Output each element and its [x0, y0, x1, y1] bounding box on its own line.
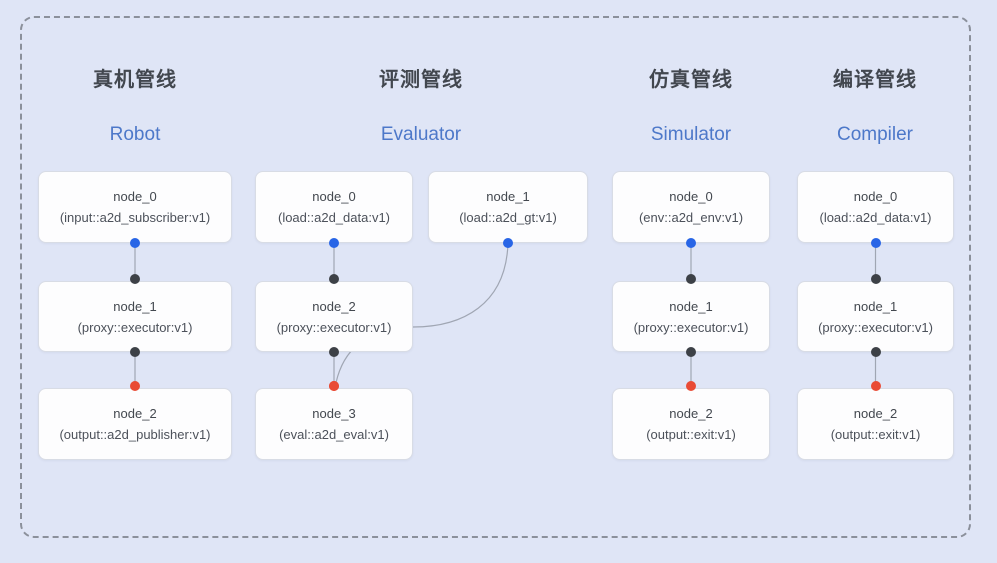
pipeline-title-zh-simulator: 仿真管线 — [649, 69, 733, 91]
node-label: node_1 — [853, 298, 898, 314]
node-card-comp_n2: node_2(output::exit:v1) — [797, 388, 954, 460]
port-sink-dot — [686, 381, 696, 391]
port-sink-dot — [329, 381, 339, 391]
port-intermediate-dot — [329, 274, 339, 284]
node-card-robot_n0: node_0(input::a2d_subscriber:v1) — [38, 171, 232, 243]
node-card-comp_n1: node_1(proxy::executor:v1) — [797, 281, 954, 352]
port-sink-dot — [870, 381, 881, 391]
port-intermediate-dot — [686, 347, 696, 357]
edge-eval_n1-to-eval_n3 — [334, 242, 509, 389]
node-card-sim_n0: node_0(env::a2d_env:v1) — [612, 171, 770, 243]
node-label: node_3 — [312, 406, 356, 421]
pipeline-title-en-compiler: Compiler — [836, 124, 914, 145]
node-label: node_0 — [669, 189, 713, 204]
node-type: (proxy::executor:v1) — [633, 319, 749, 335]
port-intermediate-dot — [329, 347, 339, 357]
node-card-eval_n3: node_3(eval::a2d_eval:v1) — [255, 388, 413, 460]
node-type: (load::a2d_data:v1) — [819, 210, 932, 225]
node-label: node_2 — [853, 406, 898, 421]
node-type: (proxy::executor:v1) — [818, 319, 933, 335]
pipeline-title-zh-evaluator: 评测管线 — [379, 69, 463, 91]
pipeline-title-en-simulator: Simulator — [650, 124, 732, 145]
node-label: node_1 — [113, 298, 157, 314]
node-type: (output::exit:v1) — [646, 427, 736, 442]
pipeline-title-en-robot: Robot — [109, 124, 161, 145]
node-type: (eval::a2d_eval:v1) — [279, 427, 389, 442]
pipeline-title-en-evaluator: Evaluator — [380, 124, 462, 145]
port-intermediate-dot — [130, 274, 140, 284]
node-card-comp_n0: node_0(load::a2d_data:v1) — [797, 171, 954, 243]
port-intermediate-dot — [686, 274, 696, 284]
node-label: node_2 — [669, 406, 713, 421]
node-type: (output::a2d_publisher:v1) — [59, 427, 211, 442]
node-label: node_1 — [486, 189, 530, 204]
port-source-dot — [686, 238, 696, 248]
pipeline-title-zh-robot: 真机管线 — [93, 69, 177, 91]
node-type: (env::a2d_env:v1) — [638, 210, 744, 225]
node-card-eval_n0: node_0(load::a2d_data:v1) — [255, 171, 413, 243]
node-type: (load::a2d_data:v1) — [277, 210, 391, 225]
port-intermediate-dot — [870, 347, 881, 357]
node-label: node_0 — [853, 189, 898, 204]
node-label: node_0 — [312, 189, 356, 204]
port-intermediate-dot — [130, 347, 140, 357]
node-type: (proxy::executor:v1) — [77, 319, 193, 335]
node-card-sim_n1: node_1(proxy::executor:v1) — [612, 281, 770, 352]
pipeline-title-zh-compiler: 编译管线 — [833, 69, 917, 91]
node-type: (input::a2d_subscriber:v1) — [59, 210, 211, 225]
node-card-robot_n2: node_2(output::a2d_publisher:v1) — [38, 388, 232, 460]
port-source-dot — [503, 238, 513, 248]
port-source-dot — [130, 238, 140, 248]
node-label: node_0 — [113, 189, 157, 204]
node-type: (proxy::executor:v1) — [276, 319, 392, 335]
node-card-eval_n2: node_2(proxy::executor:v1) — [255, 281, 413, 352]
port-sink-dot — [130, 381, 140, 391]
port-intermediate-dot — [870, 274, 881, 284]
node-label: node_2 — [312, 298, 356, 314]
node-card-eval_n1: node_1(load::a2d_gt:v1) — [428, 171, 588, 243]
node-type: (load::a2d_gt:v1) — [459, 210, 557, 225]
port-source-dot — [870, 238, 881, 248]
node-label: node_1 — [669, 298, 713, 314]
node-card-sim_n2: node_2(output::exit:v1) — [612, 388, 770, 460]
node-card-robot_n1: node_1(proxy::executor:v1) — [38, 281, 232, 352]
node-label: node_2 — [113, 406, 157, 421]
node-type: (output::exit:v1) — [830, 427, 921, 442]
port-source-dot — [329, 238, 339, 248]
dashed-frame — [20, 16, 971, 538]
